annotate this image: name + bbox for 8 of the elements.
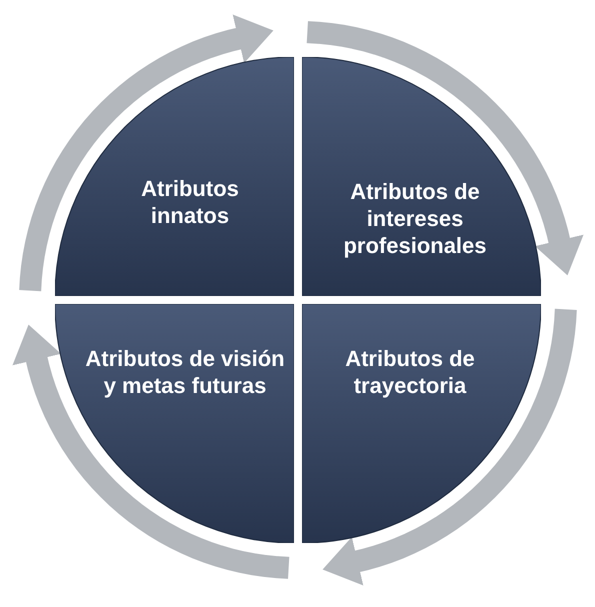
quadrant-segment xyxy=(302,304,541,543)
quadrant-segment xyxy=(302,57,541,296)
segment-label: Atributos de intereses profesionales xyxy=(342,178,488,259)
segment-label: Atributos innatos xyxy=(140,175,240,229)
quadrant-segment xyxy=(55,57,294,296)
quadrant-segment xyxy=(55,304,294,543)
segment-label: Atributos de visión y metas futuras xyxy=(85,345,285,399)
segment-label: Atributos de trayectoria xyxy=(344,345,476,399)
